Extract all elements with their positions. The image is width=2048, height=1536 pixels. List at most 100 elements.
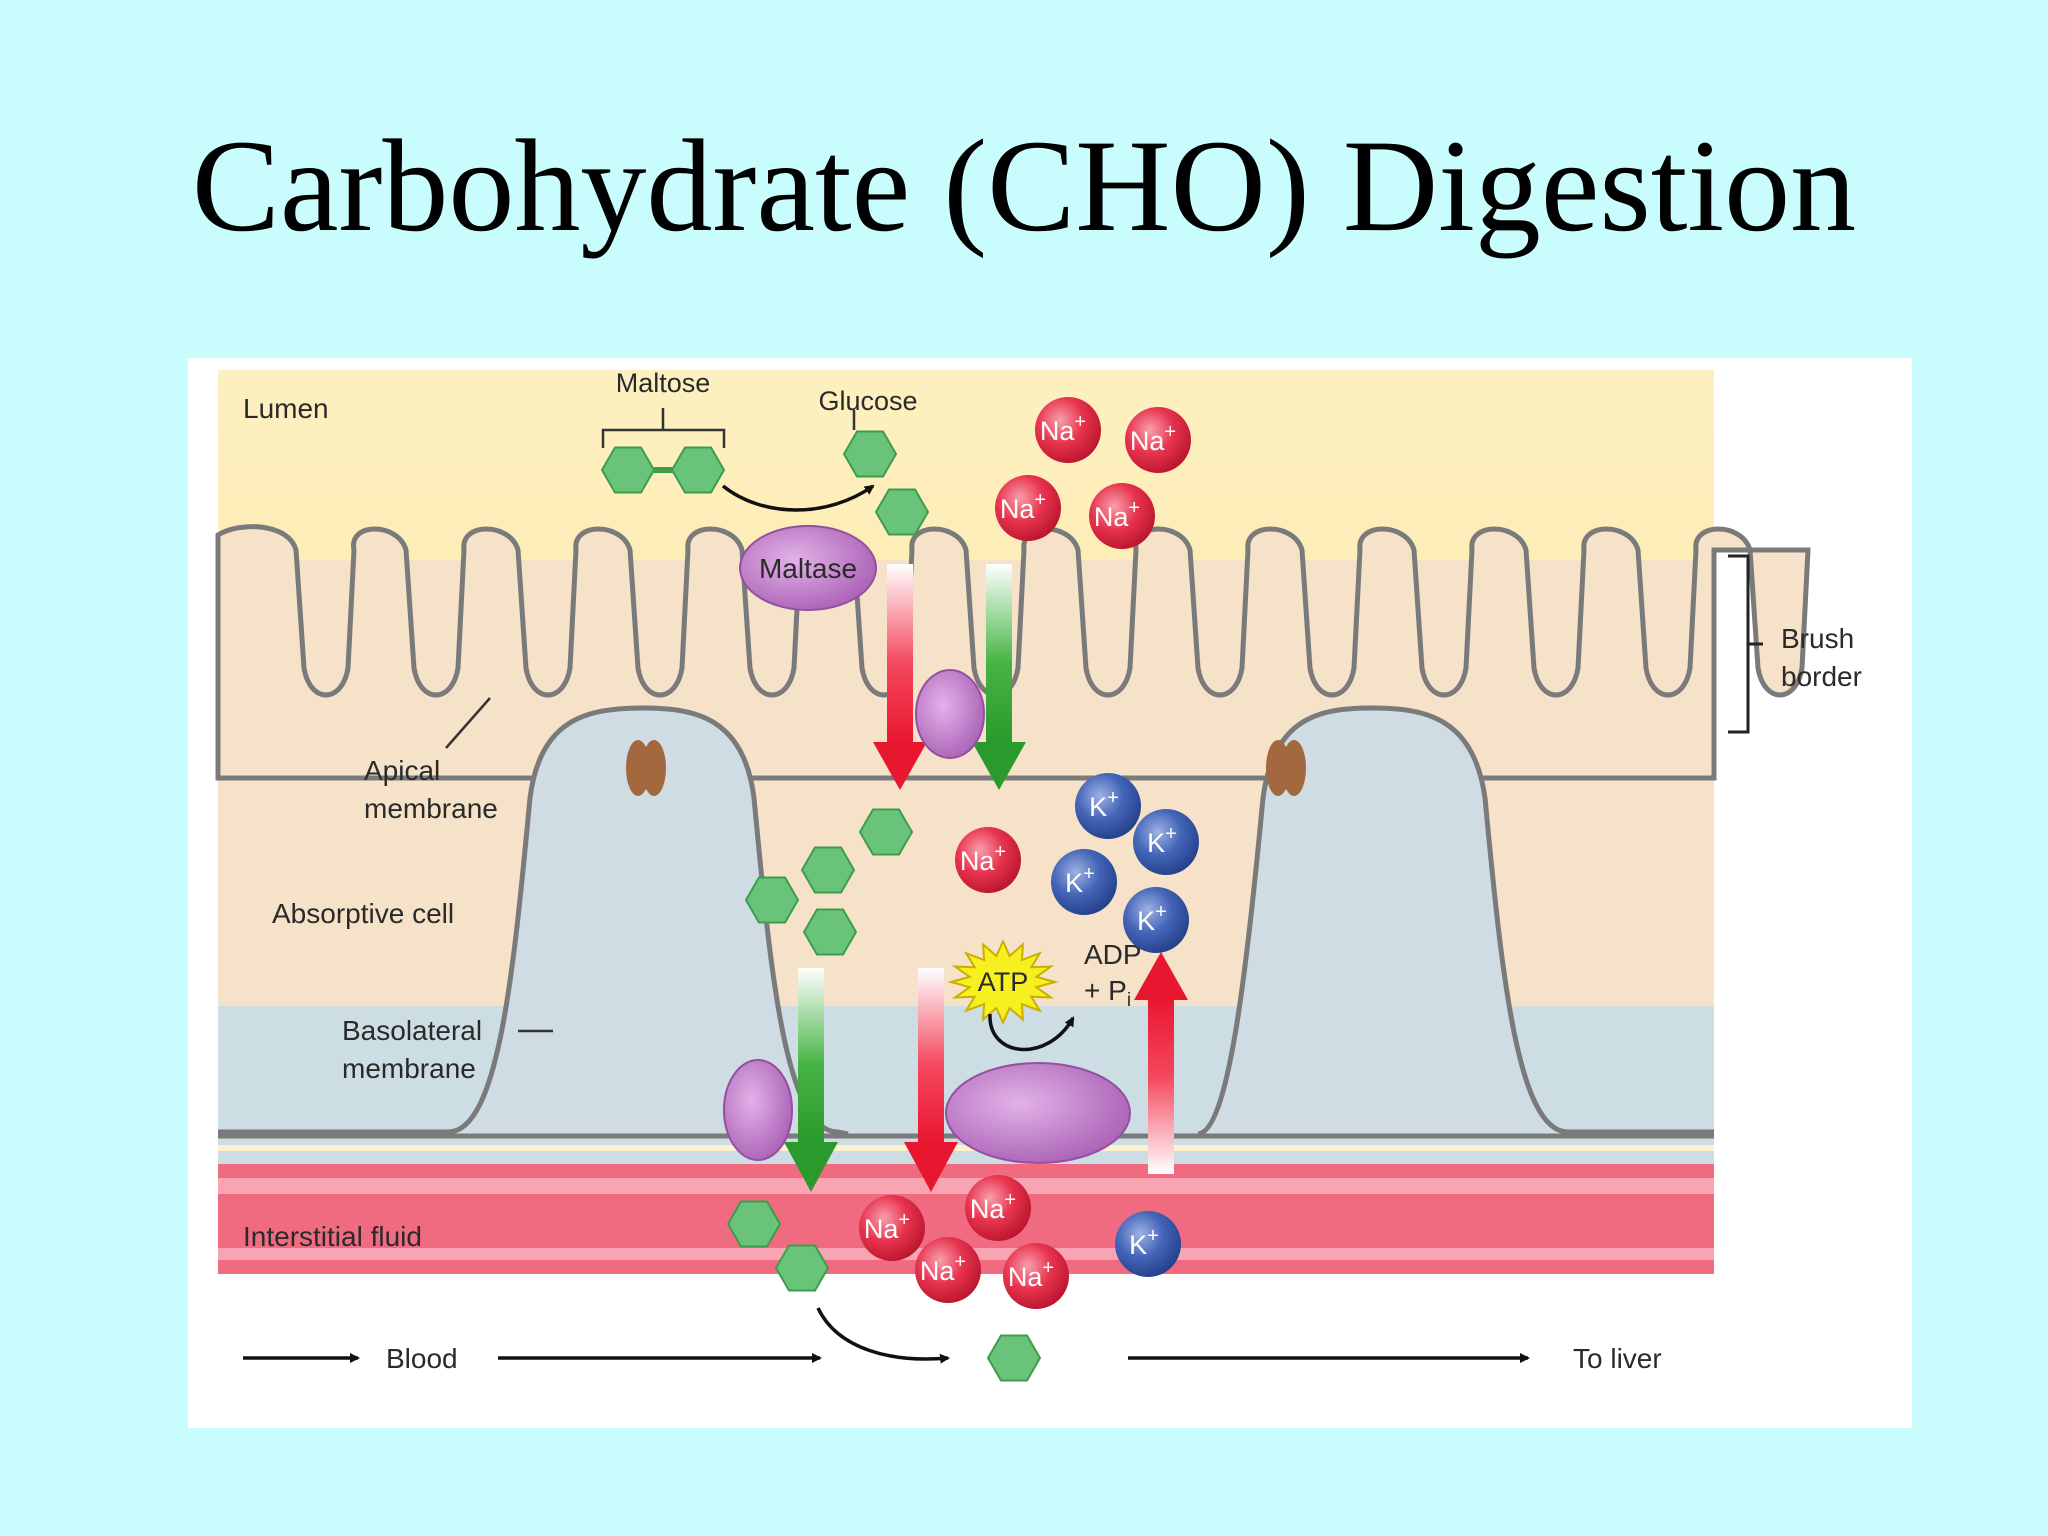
potassium-ion-12: K+	[1051, 849, 1117, 915]
tight-junction-left	[626, 740, 666, 796]
to-liver-label: To liver	[1573, 1343, 1662, 1374]
blood-vessel-highlight	[218, 1178, 1714, 1194]
absorptive-cell-label: Absorptive cell	[272, 898, 454, 929]
glucose-cell-1	[858, 808, 914, 856]
sodium-ion-label: Na+	[970, 1189, 1016, 1224]
brush-border-label-line2: border	[1781, 661, 1862, 692]
sodium-ion-3: Na+	[995, 475, 1061, 541]
glucose-cell-2	[800, 846, 856, 894]
ion-symbol: K	[1137, 906, 1155, 936]
tight-junction-right	[1266, 740, 1306, 796]
sodium-ion-1: Na+	[1035, 397, 1101, 463]
maltase-reaction-arrow	[721, 484, 875, 512]
glucose-cell-3	[744, 876, 800, 924]
ions: Na+Na+Na+Na+Na+Na+Na+Na+Na+K+K+K+K+K+	[859, 397, 1199, 1309]
pi-text: + P	[1084, 975, 1127, 1006]
ion-charge: +	[1155, 901, 1167, 923]
na-influx-arrow-head	[873, 742, 927, 790]
glucose-influx-arrow-head	[972, 742, 1026, 790]
sodium-ion-circle	[955, 827, 1021, 893]
k-influx-arrow-head	[1134, 952, 1188, 1000]
sodium-ion-label: Na+	[1130, 421, 1176, 456]
sglt-cotransporter	[915, 669, 985, 759]
maltose-label: Maltose	[616, 368, 711, 398]
glucose-efflux-arrow-shaft	[798, 968, 824, 1144]
glucose-to-blood-arrow	[816, 1307, 950, 1364]
interstitial-fluid-label: Interstitial fluid	[243, 1221, 422, 1252]
digestion-diagram: Maltase ATP ADP	[215, 368, 1862, 1382]
figure-frame: Maltase ATP ADP	[188, 358, 1912, 1428]
potassium-ion-13: K+	[1123, 887, 1189, 953]
glucose-blood	[986, 1334, 1042, 1382]
ion-charge: +	[1165, 823, 1177, 845]
pi-subscript: i	[1127, 990, 1131, 1011]
potassium-ion-circle	[1133, 809, 1199, 875]
sodium-ion-2: Na+	[1125, 407, 1191, 473]
ion-symbol: Na	[1008, 1262, 1043, 1292]
atp-label: ATP	[978, 967, 1029, 997]
sodium-ion-6: Na+	[859, 1195, 925, 1261]
lumen-label: Lumen	[243, 393, 329, 424]
ion-charge: +	[1004, 1189, 1016, 1211]
na-efflux-arrow-shaft	[918, 968, 944, 1144]
ion-charge: +	[1074, 411, 1086, 433]
sodium-ion-circle	[915, 1237, 981, 1303]
maltase-label: Maltase	[759, 553, 857, 584]
ion-symbol: Na	[864, 1214, 899, 1244]
ion-charge: +	[1128, 497, 1140, 519]
sodium-ion-circle	[1089, 483, 1155, 549]
potassium-ion-label: K+	[1089, 787, 1119, 822]
blood-label: Blood	[386, 1343, 458, 1374]
sodium-ion-9: Na+	[1003, 1243, 1069, 1309]
glucose-influx-arrow-shaft	[986, 564, 1012, 744]
sodium-ion-circle	[859, 1195, 925, 1261]
ion-symbol: Na	[1000, 494, 1035, 524]
glucose-lumen-1	[842, 430, 898, 478]
atp-hydrolysis-arrow	[988, 1013, 1075, 1052]
na-k-pump	[945, 1062, 1131, 1164]
ion-symbol: Na	[1130, 426, 1165, 456]
atp-burst	[947, 938, 1059, 1026]
potassium-ion-circle	[1115, 1211, 1181, 1277]
glucose-interstitial-2	[774, 1244, 830, 1292]
sodium-ion-4: Na+	[1089, 483, 1155, 549]
k-influx-arrow-shaft	[1148, 998, 1174, 1174]
sodium-ion-label: Na+	[1094, 497, 1140, 532]
ion-charge: +	[1107, 787, 1119, 809]
sodium-ion-circle	[1125, 407, 1191, 473]
sodium-ion-label: Na+	[1000, 489, 1046, 524]
potassium-ion-10: K+	[1075, 773, 1141, 839]
sodium-ion-7: Na+	[965, 1175, 1031, 1241]
ion-symbol: Na	[1094, 502, 1129, 532]
potassium-ion-circle	[1051, 849, 1117, 915]
sodium-ion-5: Na+	[955, 827, 1021, 893]
sodium-ion-circle	[965, 1175, 1031, 1241]
potassium-ion-label: K+	[1129, 1225, 1159, 1260]
basolateral-membrane-label-line1: Basolateral	[342, 1015, 482, 1046]
ion-charge: +	[898, 1209, 910, 1231]
potassium-ion-label: K+	[1147, 823, 1177, 858]
brush-border-bracket	[1728, 554, 1763, 734]
ion-charge: +	[954, 1251, 966, 1273]
apical-membrane-label-line2: membrane	[364, 793, 498, 824]
ion-charge: +	[1083, 863, 1095, 885]
glucose-cell-4	[802, 908, 858, 956]
sodium-ion-label: Na+	[920, 1251, 966, 1286]
ion-symbol: K	[1129, 1230, 1147, 1260]
ion-symbol: Na	[960, 846, 995, 876]
sodium-ion-label: Na+	[1008, 1257, 1054, 1292]
potassium-ion-11: K+	[1133, 809, 1199, 875]
brush-border-label-line1: Brush	[1781, 623, 1854, 654]
ion-symbol: K	[1089, 792, 1107, 822]
ion-charge: +	[1164, 421, 1176, 443]
sodium-ion-circle	[1003, 1243, 1069, 1309]
apical-membrane-label-line1: Apical	[364, 755, 440, 786]
apical-membrane-pointer	[445, 697, 491, 749]
ion-symbol: Na	[920, 1256, 955, 1286]
potassium-ion-circle	[1123, 887, 1189, 953]
maltose-glucose-unit-1	[600, 446, 656, 494]
glucose-interstitial-1	[726, 1200, 782, 1248]
potassium-ion-circle	[1075, 773, 1141, 839]
ion-charge: +	[994, 841, 1006, 863]
